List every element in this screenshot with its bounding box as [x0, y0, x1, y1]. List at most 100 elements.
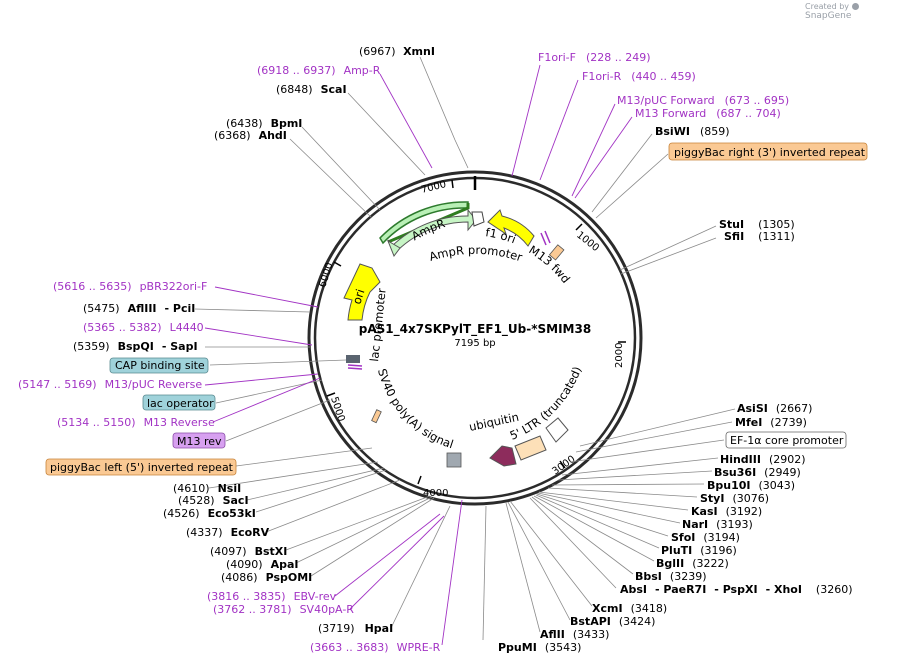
piggybac-left-feature: [371, 409, 382, 424]
ppumi-leader: [482, 505, 487, 641]
lac-operator-label: lac operator: [147, 397, 214, 410]
pspomi-leader: [310, 497, 435, 577]
stui-leader: [619, 225, 717, 271]
tick-4000: [417, 475, 422, 485]
primer-m13-forward: M13 Forward(687 .. 704): [635, 107, 781, 120]
ef1a-promoter-label: EF-1α core promoter: [730, 434, 844, 447]
site-xmni: (6967) XmnI: [359, 45, 435, 58]
primer-f1ori-r: F1ori-R(440 .. 459): [582, 70, 696, 83]
bstxi-leader: [285, 495, 431, 551]
lac-operator-leader: [215, 379, 323, 404]
site-saci: (4528)SacI: [178, 494, 249, 507]
bsu36i-leader: [557, 470, 713, 481]
site-nsii: (4610)NsiI: [173, 482, 241, 495]
bpu10i-leader: [551, 483, 705, 486]
site-bbsi: BbsI(3239): [635, 570, 706, 583]
bstapi-leader: [507, 501, 571, 621]
site-bstapi: BstAPI(3424): [570, 615, 655, 628]
hpai-leader: [390, 505, 451, 629]
sfii-leader: [620, 237, 717, 275]
site-asisi: AsiSI(2667): [737, 402, 812, 415]
f1ori-f-primer-mark: [540, 232, 547, 246]
site-nari: NarI(3193): [682, 518, 753, 531]
site-hindiii: HindIII(2902): [720, 453, 806, 466]
site-ppumi: PpuMI(3543): [498, 641, 581, 654]
cap-binding-leader: [209, 359, 347, 366]
site-pluti: PluTI(3196): [661, 544, 737, 557]
sv40-polya-feature: [446, 452, 462, 468]
site-bglii: BglII(3222): [656, 557, 729, 570]
m13-reverse-mark: [347, 367, 363, 370]
site-pspomi: (4086)PspOMI: [221, 571, 312, 584]
m13puc-rev-mark: [347, 364, 363, 367]
apai-leader: [295, 496, 433, 564]
piggybac-left-box: [45, 458, 237, 476]
tick-6000: [333, 261, 342, 267]
bglii-leader: [533, 495, 655, 562]
ef1a-promoter-feature: [545, 417, 569, 443]
site-hpai: (3719)HpaI: [318, 622, 393, 635]
plasmid-length: 7195 bp: [454, 338, 495, 349]
m13-reverse-leader: [212, 377, 321, 423]
piggybac-right-label: piggyBac right (3') inverted repeat: [674, 146, 866, 159]
piggybac-left-leader: [235, 447, 373, 467]
tick-5000: [326, 392, 336, 397]
afliii-leader: [194, 308, 311, 313]
ampr-promoter-label: AmpR promoter: [427, 243, 524, 265]
primer-sv40pa-r: (3762 .. 3781)SV40pA-R: [213, 603, 354, 616]
site-scai: (6848)ScaI: [276, 83, 347, 96]
snapgene-logo-icon: [851, 3, 859, 10]
styi-leader: [547, 487, 698, 498]
ampr-promoter-feature: [471, 211, 485, 227]
absi-leader: [529, 497, 617, 589]
hindiii-leader: [561, 457, 719, 476]
nari-leader: [537, 492, 681, 524]
bpmi-leader: [301, 126, 381, 211]
cap-binding-site-feature: [346, 355, 360, 363]
xcmi-leader: [509, 500, 593, 607]
piggybac-right-box: [668, 142, 868, 161]
primer-f1ori-f: F1ori-F(228 .. 249): [538, 51, 651, 64]
m13-rev-box-leader: [225, 399, 331, 442]
ecorv-leader: [265, 479, 401, 533]
primer-m13puc-reverse: (5147 .. 5169)M13/pUC Reverse: [18, 378, 202, 391]
tick-label-4000: 4000: [423, 488, 448, 499]
site-ahdi: (6368)AhdI: [214, 129, 287, 142]
pluti-leader: [535, 494, 660, 549]
primer-ebv-rev: (3816 .. 3835)EBV-rev: [207, 590, 337, 603]
ltr-feature: [514, 435, 547, 461]
site-ecorv: (4337)EcoRV: [186, 526, 270, 539]
m13puc-forward-leader: [571, 103, 616, 197]
ltr-label: 5' LTR (truncated): [508, 364, 585, 442]
tick-label-6000: 6000: [317, 261, 335, 289]
ruler-ticks: [326, 179, 626, 485]
scai-leader: [347, 92, 426, 176]
m13-rev-box: [172, 432, 226, 449]
asisi-leader: [579, 408, 736, 447]
tick-1000: [575, 223, 583, 231]
site-xcmi: XcmI(3418): [592, 602, 667, 615]
sv40-polya-label: SV40 poly(A) signal: [375, 367, 455, 451]
m13-forward-leader: [574, 116, 633, 199]
snapgene-credit: Created by SnapGene: [805, 2, 901, 21]
site-kasi: KasI(3192): [691, 505, 762, 518]
lac-operator-box: [142, 394, 216, 411]
site-bstxi: (4097)BstXI: [210, 545, 287, 558]
ahdi-leader: [289, 138, 373, 219]
site-apai: (4090)ApaI: [226, 558, 298, 571]
site-aflii: AflII(3433): [540, 628, 609, 641]
ori-label: ori: [350, 287, 368, 306]
tick-3000: [559, 460, 566, 469]
aflii-leader: [505, 502, 541, 633]
m13-fwd-feature: [548, 244, 565, 261]
f1ori-r-primer-mark: [544, 230, 551, 244]
piggybac-right-leader: [595, 153, 669, 219]
xmni-leader: [419, 56, 469, 169]
bbsi-leader: [531, 496, 634, 575]
site-bpu10i: Bpu10I(3043): [707, 479, 795, 492]
credit-prefix: Created by: [805, 2, 850, 11]
primer-m13puc-forward: M13/pUC Forward(673 .. 695): [617, 94, 789, 107]
primer-m13-reverse: (5134 .. 5150)M13 Reverse: [57, 416, 215, 429]
